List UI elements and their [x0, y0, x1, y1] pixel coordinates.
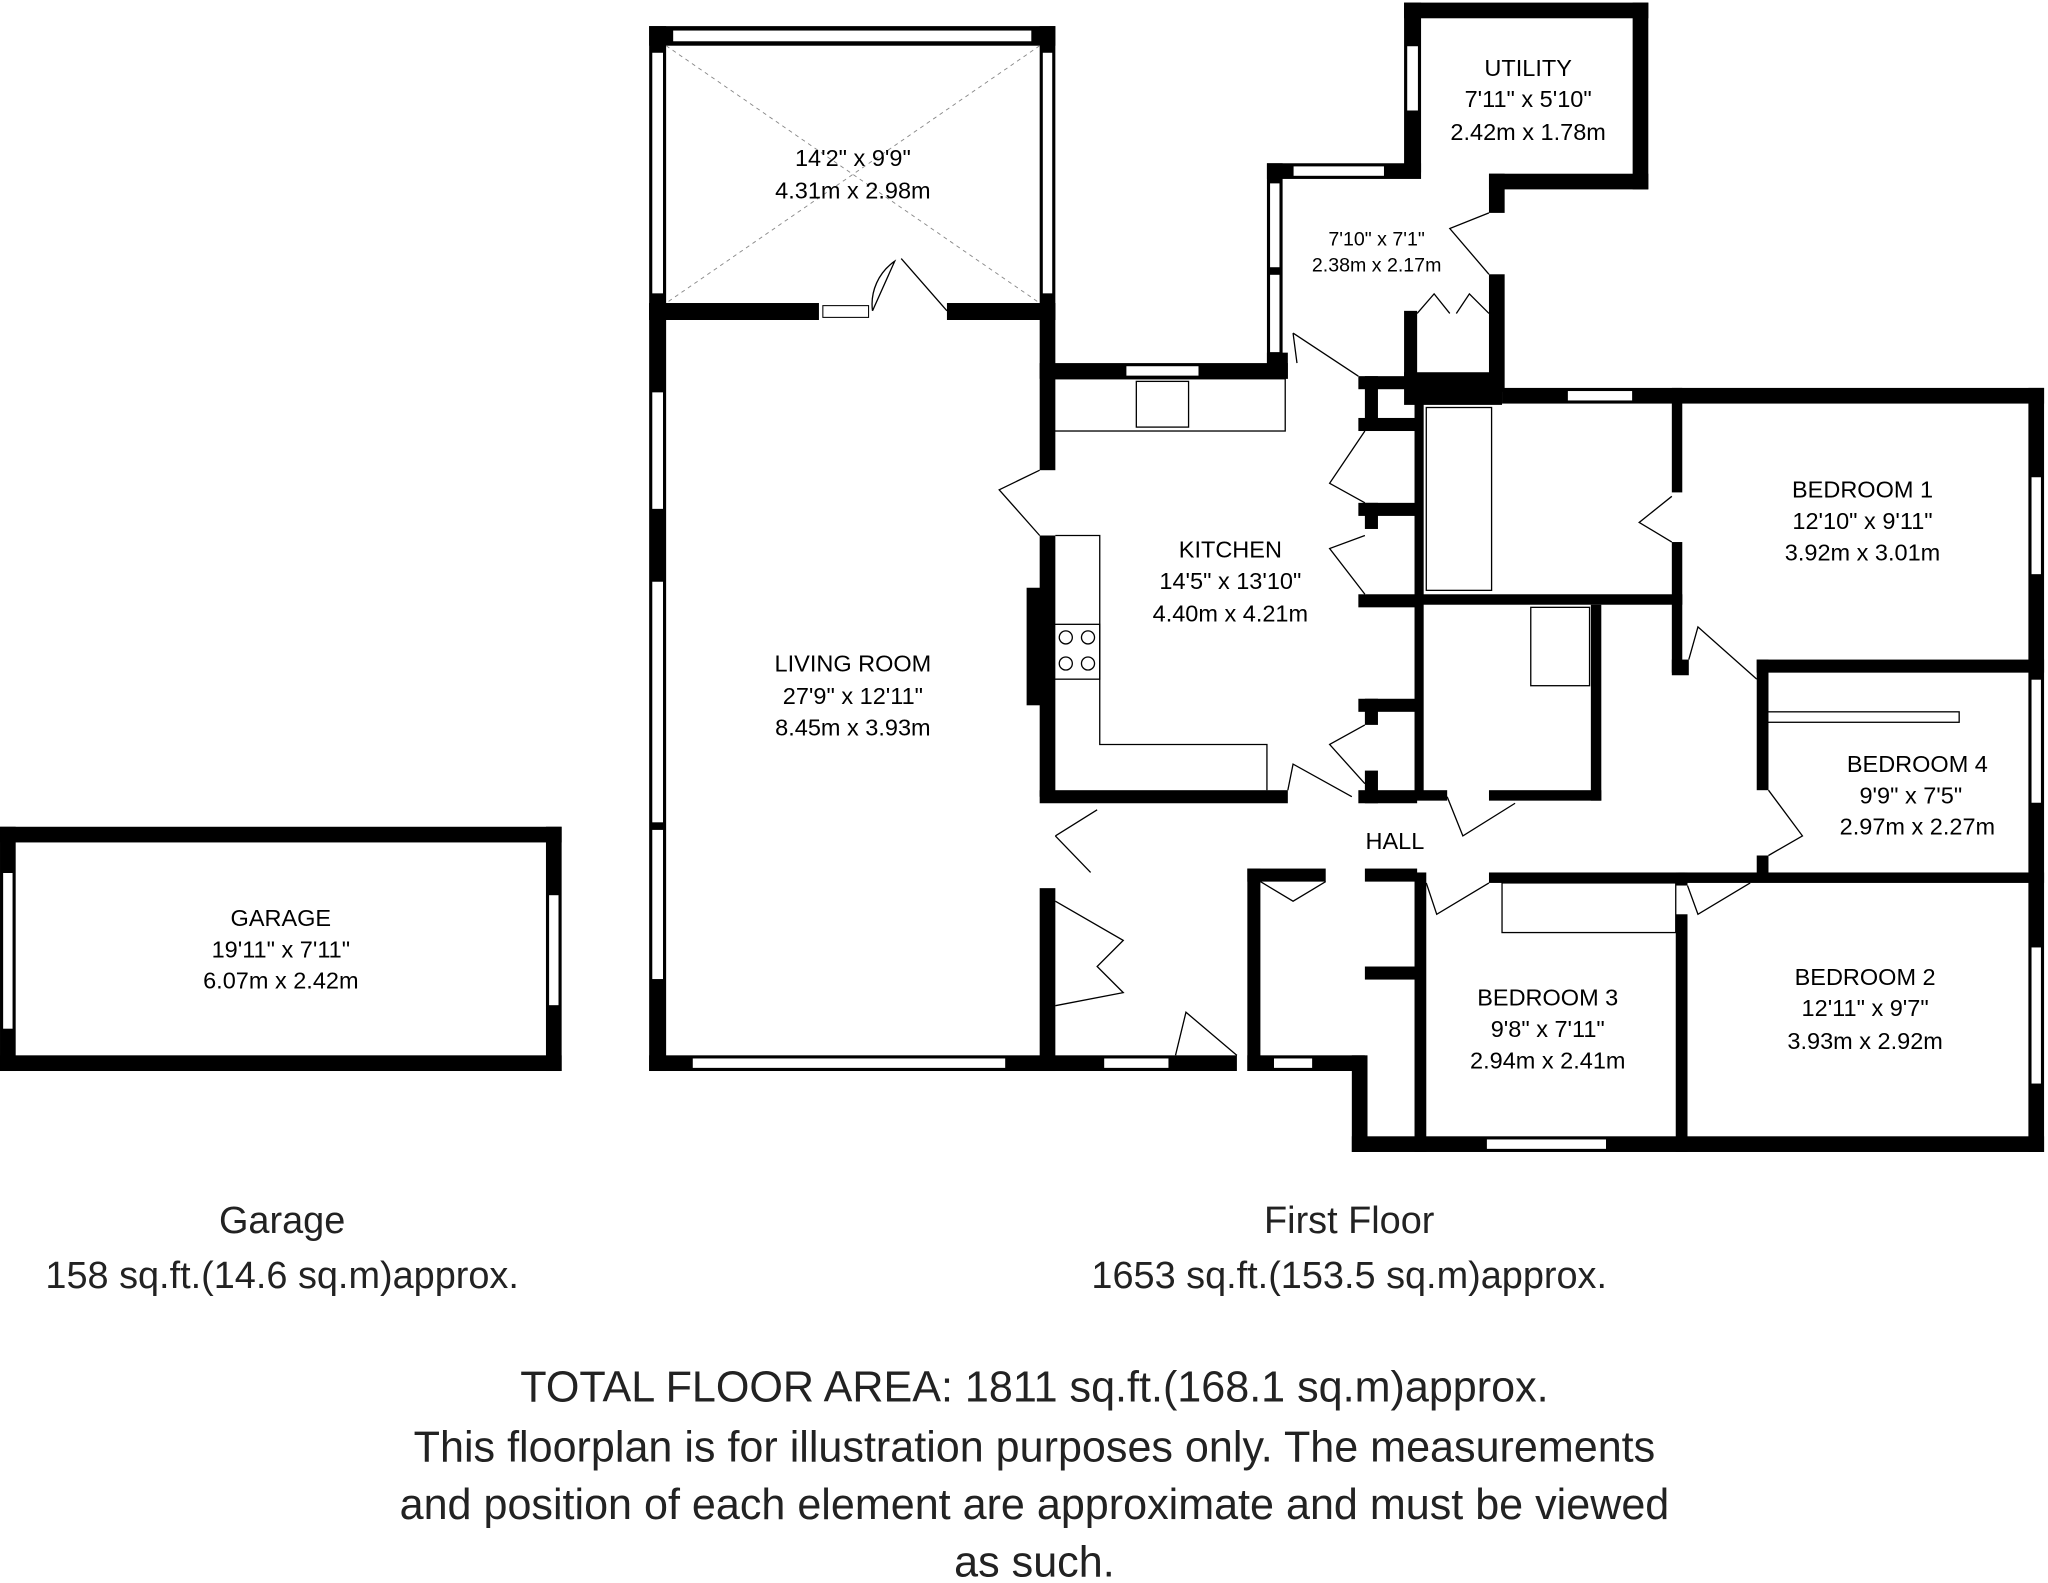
svg-text:UTILITY: UTILITY [1484, 55, 1572, 81]
room-label-bedroom1: BEDROOM 1 12'10" x 9'11" 3.92m x 3.01m [1785, 477, 1940, 566]
room-label-bedroom3: BEDROOM 3 9'8" x 7'11" 2.94m x 2.41m [1470, 985, 1625, 1074]
svg-text:7'10" x 7'1": 7'10" x 7'1" [1328, 229, 1425, 251]
disclaimer: TOTAL FLOOR AREA: 1811 sq.ft.(168.1 sq.m… [400, 1363, 1670, 1583]
svg-text:7'11" x 5'10": 7'11" x 5'10" [1465, 86, 1592, 112]
svg-text:1653 sq.ft.(153.5 sq.m)approx.: 1653 sq.ft.(153.5 sq.m)approx. [1091, 1255, 1607, 1297]
room-label-bedroom4: BEDROOM 4 9'9" x 7'5" 2.97m x 2.27m [1840, 751, 1995, 840]
svg-text:2.38m x 2.17m: 2.38m x 2.17m [1312, 255, 1442, 277]
svg-text:19'11" x 7'11": 19'11" x 7'11" [212, 936, 350, 962]
svg-text:HALL: HALL [1366, 828, 1425, 854]
svg-text:14'5" x 13'10": 14'5" x 13'10" [1159, 568, 1301, 594]
svg-text:4.31m x 2.98m: 4.31m x 2.98m [775, 178, 930, 204]
svg-text:TOTAL FLOOR AREA: 1811 sq.ft.(: TOTAL FLOOR AREA: 1811 sq.ft.(168.1 sq.m… [520, 1363, 1548, 1411]
svg-text:3.92m x 3.01m: 3.92m x 3.01m [1785, 539, 1940, 565]
svg-text:BEDROOM 1: BEDROOM 1 [1792, 477, 1933, 503]
svg-text:2.97m x 2.27m: 2.97m x 2.27m [1840, 814, 1995, 840]
living-room-walls [649, 303, 1237, 1072]
svg-text:9'9" x 7'5": 9'9" x 7'5" [1859, 782, 1962, 808]
room-label-bedroom2: BEDROOM 2 12'11" x 9'7" 3.93m x 2.92m [1787, 964, 1942, 1054]
svg-text:6.07m x 2.42m: 6.07m x 2.42m [203, 968, 358, 994]
room-label-garage: GARAGE 19'11" x 7'11" 6.07m x 2.42m [203, 905, 358, 994]
svg-text:This floorplan is for illustra: This floorplan is for illustration purpo… [414, 1424, 1656, 1472]
conservatory-walls [649, 26, 1056, 320]
garage-floor-summary: Garage 158 sq.ft.(14.6 sq.m)approx. [45, 1200, 518, 1297]
svg-text:BEDROOM 2: BEDROOM 2 [1795, 964, 1936, 990]
svg-text:4.40m x 4.21m: 4.40m x 4.21m [1153, 601, 1308, 627]
room-label-lobby: 7'10" x 7'1" 2.38m x 2.17m [1312, 229, 1442, 277]
svg-text:GARAGE: GARAGE [231, 905, 332, 931]
svg-text:27'9" x 12'11": 27'9" x 12'11" [783, 683, 923, 709]
kitchen-walls [1039, 332, 1418, 804]
svg-text:BEDROOM 3: BEDROOM 3 [1477, 985, 1618, 1011]
svg-text:BEDROOM 4: BEDROOM 4 [1847, 751, 1988, 777]
svg-text:LIVING ROOM: LIVING ROOM [775, 650, 932, 676]
room-label-utility: UTILITY 7'11" x 5'10" 2.42m x 1.78m [1450, 55, 1605, 145]
svg-text:and position of each element a: and position of each element are approxi… [400, 1481, 1670, 1529]
svg-text:Garage: Garage [219, 1200, 345, 1242]
svg-text:KITCHEN: KITCHEN [1179, 537, 1282, 563]
svg-text:3.93m x 2.92m: 3.93m x 2.92m [1787, 1028, 1942, 1054]
svg-text:First Floor: First Floor [1264, 1200, 1434, 1242]
garage-walls [0, 826, 562, 1072]
room-label-living-room: LIVING ROOM 27'9" x 12'11" 8.45m x 3.93m [775, 650, 932, 740]
svg-text:as such.: as such. [954, 1538, 1115, 1583]
svg-text:2.42m x 1.78m: 2.42m x 1.78m [1450, 119, 1605, 145]
utility-walls [1266, 2, 1649, 392]
svg-text:158 sq.ft.(14.6 sq.m)approx.: 158 sq.ft.(14.6 sq.m)approx. [45, 1255, 518, 1297]
bedroom-block-walls [1054, 372, 2045, 1152]
room-label-kitchen: KITCHEN 14'5" x 13'10" 4.40m x 4.21m [1153, 537, 1308, 627]
room-label-hall: HALL [1366, 828, 1425, 854]
svg-text:2.94m x 2.41m: 2.94m x 2.41m [1470, 1047, 1625, 1073]
svg-text:12'11" x 9'7": 12'11" x 9'7" [1802, 995, 1929, 1021]
room-label-conservatory: 14'2" x 9'9" 4.31m x 2.98m [775, 145, 930, 204]
first-floor-summary: First Floor 1653 sq.ft.(153.5 sq.m)appro… [1091, 1200, 1607, 1297]
svg-text:14'2" x 9'9": 14'2" x 9'9" [795, 145, 911, 171]
svg-text:9'8" x 7'11": 9'8" x 7'11" [1491, 1016, 1605, 1042]
svg-text:8.45m x 3.93m: 8.45m x 3.93m [775, 714, 930, 740]
svg-text:12'10" x 9'11": 12'10" x 9'11" [1792, 508, 1932, 534]
